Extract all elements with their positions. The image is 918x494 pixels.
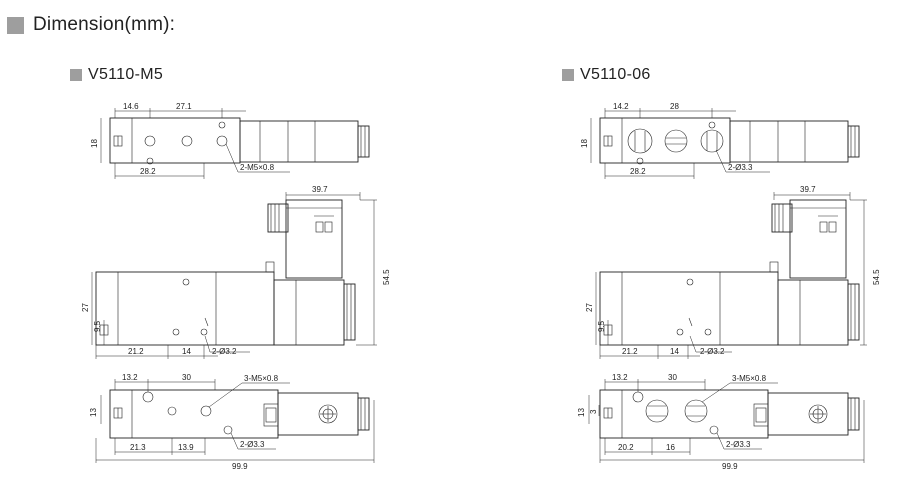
model-label-right: V5110-06: [562, 66, 651, 84]
dim-label: 14: [670, 347, 679, 356]
dim-label: 54.5: [382, 269, 391, 285]
model-marker-icon: [70, 69, 82, 81]
dim-label: 27: [81, 303, 90, 312]
dim-label: 30: [182, 373, 191, 382]
dim-label: 20.2: [618, 443, 634, 452]
dim-label: 27: [585, 303, 594, 312]
bottom-view-right: 13.2 30 3-M5×0.8 13 3 20.2 16 2-Ø3.3 99.…: [577, 373, 865, 471]
dim-label: 54.5: [872, 269, 881, 285]
model-name: V5110-M5: [88, 66, 164, 83]
dim-label: 2-Ø3.3: [726, 440, 751, 449]
dim-label: 13.2: [122, 373, 138, 382]
dim-label: 99.9: [232, 462, 248, 471]
dim-label: 3: [589, 409, 598, 414]
dim-label: 9.5: [93, 320, 102, 332]
model-name: V5110-06: [580, 66, 651, 83]
dim-label: 2-Ø3.2: [212, 347, 237, 356]
top-view-left: 14.6 27.1 18 28.2 2-M5×0.8: [90, 102, 370, 179]
dim-label: 14: [182, 347, 191, 356]
dim-label: 21.2: [128, 347, 144, 356]
dim-label: 3-M5×0.8: [732, 374, 767, 383]
top-view-right: 14.2 28 18 28.2 2-Ø3.3: [580, 102, 860, 179]
dim-label: 28.2: [630, 167, 646, 176]
section-header: Dimension(mm):: [7, 14, 175, 36]
dim-label: 99.9: [722, 462, 738, 471]
section-marker-icon: [7, 16, 24, 34]
dim-label: 14.6: [123, 102, 139, 111]
dim-label: 9.5: [597, 320, 606, 332]
dim-label: 28.2: [140, 167, 156, 176]
model-label-left: V5110-M5: [70, 66, 163, 84]
section-title: Dimension(mm):: [33, 14, 176, 35]
dim-label: 2-Ø3.3: [240, 440, 265, 449]
dim-label: 39.7: [312, 185, 328, 194]
dim-label: 28: [670, 102, 679, 111]
front-view-right: 39.7 54.5 27 9.5 21.2 14 2-Ø3.2: [585, 185, 881, 359]
dim-label: 13.9: [178, 443, 194, 452]
dim-label: 13: [89, 408, 98, 417]
dim-label: 13.2: [612, 373, 628, 382]
dim-label: 18: [580, 139, 589, 148]
dim-label: 27.1: [176, 102, 192, 111]
dim-label: 13: [577, 408, 586, 417]
model-marker-icon: [562, 69, 574, 81]
dim-label: 21.3: [130, 443, 146, 452]
dim-label: 14.2: [613, 102, 629, 111]
dim-label: 30: [668, 373, 677, 382]
bottom-view-left: 13.2 30 3-M5×0.8 13 21.3 13.9 2-Ø3.3 99.…: [89, 373, 375, 471]
dim-label: 2-Ø3.3: [728, 163, 753, 172]
dim-label: 16: [666, 443, 675, 452]
dim-label: 2-Ø3.2: [700, 347, 725, 356]
dim-label: 18: [90, 139, 99, 148]
dim-label: 3-M5×0.8: [244, 374, 279, 383]
front-view-left: 39.7 54.5 27 9.5 21.2 14 2-Ø3.2: [81, 185, 391, 359]
dim-label: 2-M5×0.8: [240, 163, 275, 172]
dim-label: 39.7: [800, 185, 816, 194]
dim-label: 21.2: [622, 347, 638, 356]
